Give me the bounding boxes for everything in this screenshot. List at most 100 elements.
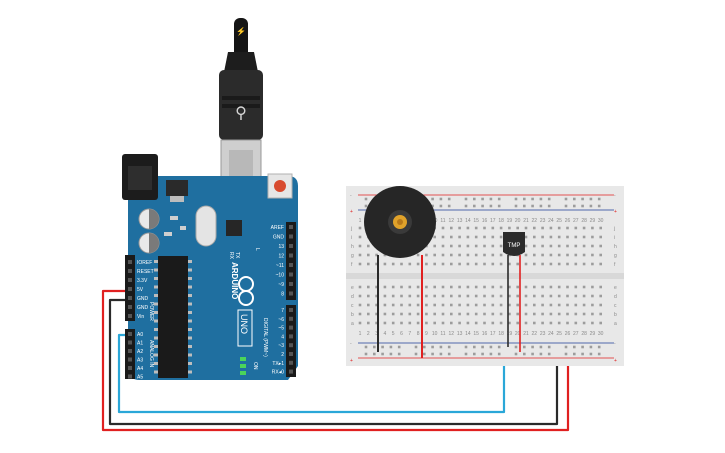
digital-pin[interactable] [289, 334, 293, 339]
breadboard-hole[interactable] [582, 235, 586, 239]
breadboard-hole[interactable] [474, 253, 478, 257]
breadboard-hole[interactable] [599, 312, 602, 316]
breadboard-hole[interactable] [474, 235, 478, 239]
breadboard-hole[interactable] [524, 312, 528, 316]
breadboard-hole[interactable] [423, 345, 426, 349]
breadboard-hole[interactable] [582, 285, 586, 289]
breadboard-hole[interactable] [458, 262, 461, 266]
breadboard-hole[interactable] [508, 226, 511, 230]
breadboard-hole[interactable] [481, 197, 484, 201]
breadboard-hole[interactable] [433, 321, 436, 325]
breadboard-hole[interactable] [591, 294, 594, 298]
digital-pin[interactable] [289, 282, 293, 286]
breadboard-hole[interactable] [400, 321, 403, 325]
digital-pin[interactable] [289, 234, 293, 239]
breadboard-hole[interactable] [499, 285, 503, 289]
analog-pin[interactable] [128, 349, 132, 353]
breadboard-hole[interactable] [481, 352, 484, 356]
breadboard-hole[interactable] [533, 294, 536, 298]
power-pin[interactable] [128, 287, 132, 291]
breadboard-hole[interactable] [591, 312, 594, 316]
breadboard-hole[interactable] [566, 253, 569, 257]
breadboard-hole[interactable] [483, 294, 486, 298]
breadboard-hole[interactable] [524, 244, 528, 248]
breadboard-hole[interactable] [450, 294, 453, 298]
breadboard-hole[interactable] [582, 244, 586, 248]
breadboard-hole[interactable] [441, 303, 445, 307]
breadboard-hole[interactable] [358, 262, 362, 266]
breadboard-hole[interactable] [557, 312, 561, 316]
breadboard-hole[interactable] [533, 321, 536, 325]
analog-pin[interactable] [128, 340, 132, 345]
breadboard-hole[interactable] [599, 285, 602, 289]
breadboard-hole[interactable] [499, 226, 503, 230]
breadboard-hole[interactable] [433, 294, 436, 298]
breadboard-hole[interactable] [441, 253, 445, 257]
breadboard-hole[interactable] [464, 197, 468, 201]
breadboard-hole[interactable] [491, 294, 495, 298]
breadboard-hole[interactable] [599, 226, 602, 230]
breadboard-hole[interactable] [416, 321, 420, 325]
breadboard-hole[interactable] [574, 303, 578, 307]
breadboard-hole[interactable] [581, 204, 584, 208]
breadboard-hole[interactable] [425, 303, 428, 307]
breadboard-hole[interactable] [508, 312, 511, 316]
breadboard-hole[interactable] [450, 285, 453, 289]
breadboard-hole[interactable] [367, 312, 370, 316]
breadboard-hole[interactable] [381, 345, 384, 349]
wire-gnd-black[interactable] [108, 298, 559, 426]
breadboard-hole[interactable] [591, 244, 594, 248]
breadboard-hole[interactable] [547, 352, 551, 356]
breadboard-hole[interactable] [483, 226, 486, 230]
breadboard-hole[interactable] [433, 262, 436, 266]
breadboard-hole[interactable] [474, 303, 478, 307]
breadboard-hole[interactable] [573, 352, 576, 356]
breadboard-hole[interactable] [391, 294, 395, 298]
breadboard-hole[interactable] [481, 345, 484, 349]
breadboard-hole[interactable] [581, 345, 584, 349]
breadboard-hole[interactable] [400, 312, 403, 316]
breadboard-hole[interactable] [464, 352, 468, 356]
breadboard-hole[interactable] [557, 253, 561, 257]
breadboard-hole[interactable] [497, 352, 501, 356]
breadboard-hole[interactable] [566, 321, 569, 325]
breadboard-hole[interactable] [516, 285, 519, 289]
breadboard-hole[interactable] [573, 197, 576, 201]
breadboard-hole[interactable] [391, 312, 395, 316]
breadboard-hole[interactable] [416, 303, 420, 307]
breadboard-hole[interactable] [408, 262, 412, 266]
breadboard-hole[interactable] [425, 262, 428, 266]
breadboard-hole[interactable] [599, 244, 602, 248]
breadboard-hole[interactable] [573, 204, 576, 208]
breadboard-hole[interactable] [391, 262, 395, 266]
breadboard-hole[interactable] [516, 303, 519, 307]
breadboard-hole[interactable] [400, 285, 403, 289]
breadboard-hole[interactable] [591, 285, 594, 289]
breadboard-hole[interactable] [599, 262, 602, 266]
breadboard-hole[interactable] [416, 312, 420, 316]
breadboard-hole[interactable] [441, 244, 445, 248]
breadboard-hole[interactable] [541, 312, 544, 316]
breadboard-hole[interactable] [474, 244, 478, 248]
breadboard-hole[interactable] [589, 197, 593, 201]
breadboard-hole[interactable] [483, 312, 486, 316]
wire-5v-red[interactable] [101, 289, 570, 432]
breadboard-hole[interactable] [474, 321, 478, 325]
breadboard-hole[interactable] [499, 253, 503, 257]
breadboard-hole[interactable] [566, 244, 569, 248]
breadboard-hole[interactable] [466, 244, 470, 248]
breadboard-hole[interactable] [439, 204, 443, 208]
breadboard-hole[interactable] [499, 262, 503, 266]
breadboard-hole[interactable] [524, 285, 528, 289]
breadboard-hole[interactable] [573, 345, 576, 349]
breadboard-hole[interactable] [566, 226, 569, 230]
breadboard-hole[interactable] [408, 303, 412, 307]
breadboard-hole[interactable] [450, 303, 453, 307]
breadboard-hole[interactable] [358, 285, 362, 289]
breadboard-hole[interactable] [582, 226, 586, 230]
breadboard-hole[interactable] [574, 235, 578, 239]
breadboard-hole[interactable] [533, 312, 536, 316]
breadboard-hole[interactable] [391, 303, 395, 307]
breadboard-hole[interactable] [499, 294, 503, 298]
breadboard-hole[interactable] [557, 294, 561, 298]
